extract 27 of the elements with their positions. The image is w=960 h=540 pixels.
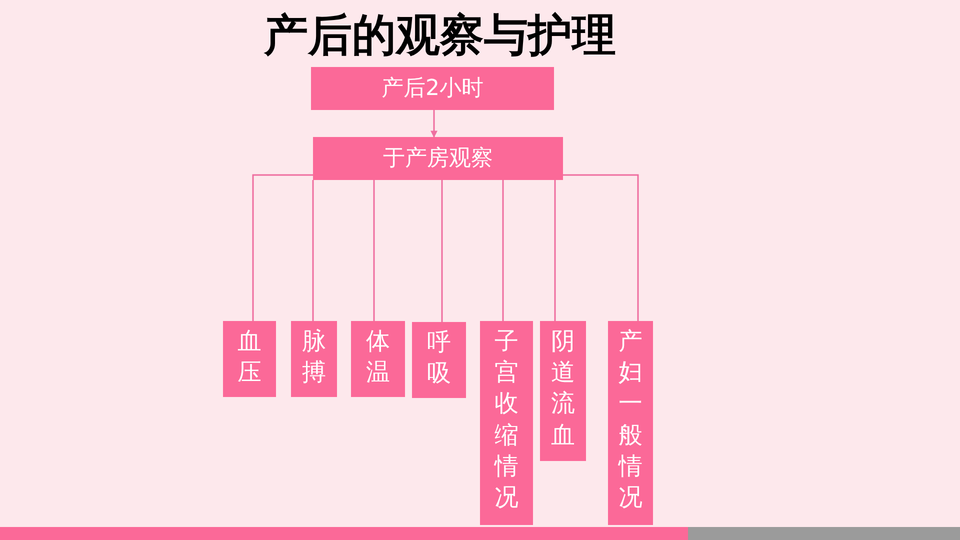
box-label: 脉搏 [302, 326, 326, 388]
process-box [291, 321, 337, 397]
connector-line [441, 180, 443, 322]
connector-line [563, 174, 639, 321]
process-box [223, 321, 276, 397]
box-label: 阴道流血 [551, 326, 575, 451]
box-label: 体温 [366, 326, 390, 388]
box-label: 呼吸 [427, 327, 451, 390]
connector-line [252, 174, 313, 321]
box-label: 血压 [238, 326, 262, 388]
box-label: 于产房观察 [383, 144, 493, 172]
process-box [311, 67, 554, 110]
connector-line [502, 180, 504, 321]
box-label: 产后2小时 [382, 74, 484, 102]
process-box [540, 321, 586, 461]
process-box [608, 321, 653, 525]
process-box [412, 322, 466, 398]
process-box [480, 321, 533, 525]
connector-line [373, 180, 375, 321]
connector-line [554, 180, 556, 321]
slide-title: 产后的观察与护理 [263, 9, 617, 63]
arrow [430, 110, 438, 138]
process-box [351, 321, 405, 397]
process-box [313, 137, 563, 180]
box-label: 子宫收缩情况 [494, 326, 518, 513]
connector-line [312, 180, 314, 321]
box-label: 产妇一般情况 [618, 326, 642, 513]
